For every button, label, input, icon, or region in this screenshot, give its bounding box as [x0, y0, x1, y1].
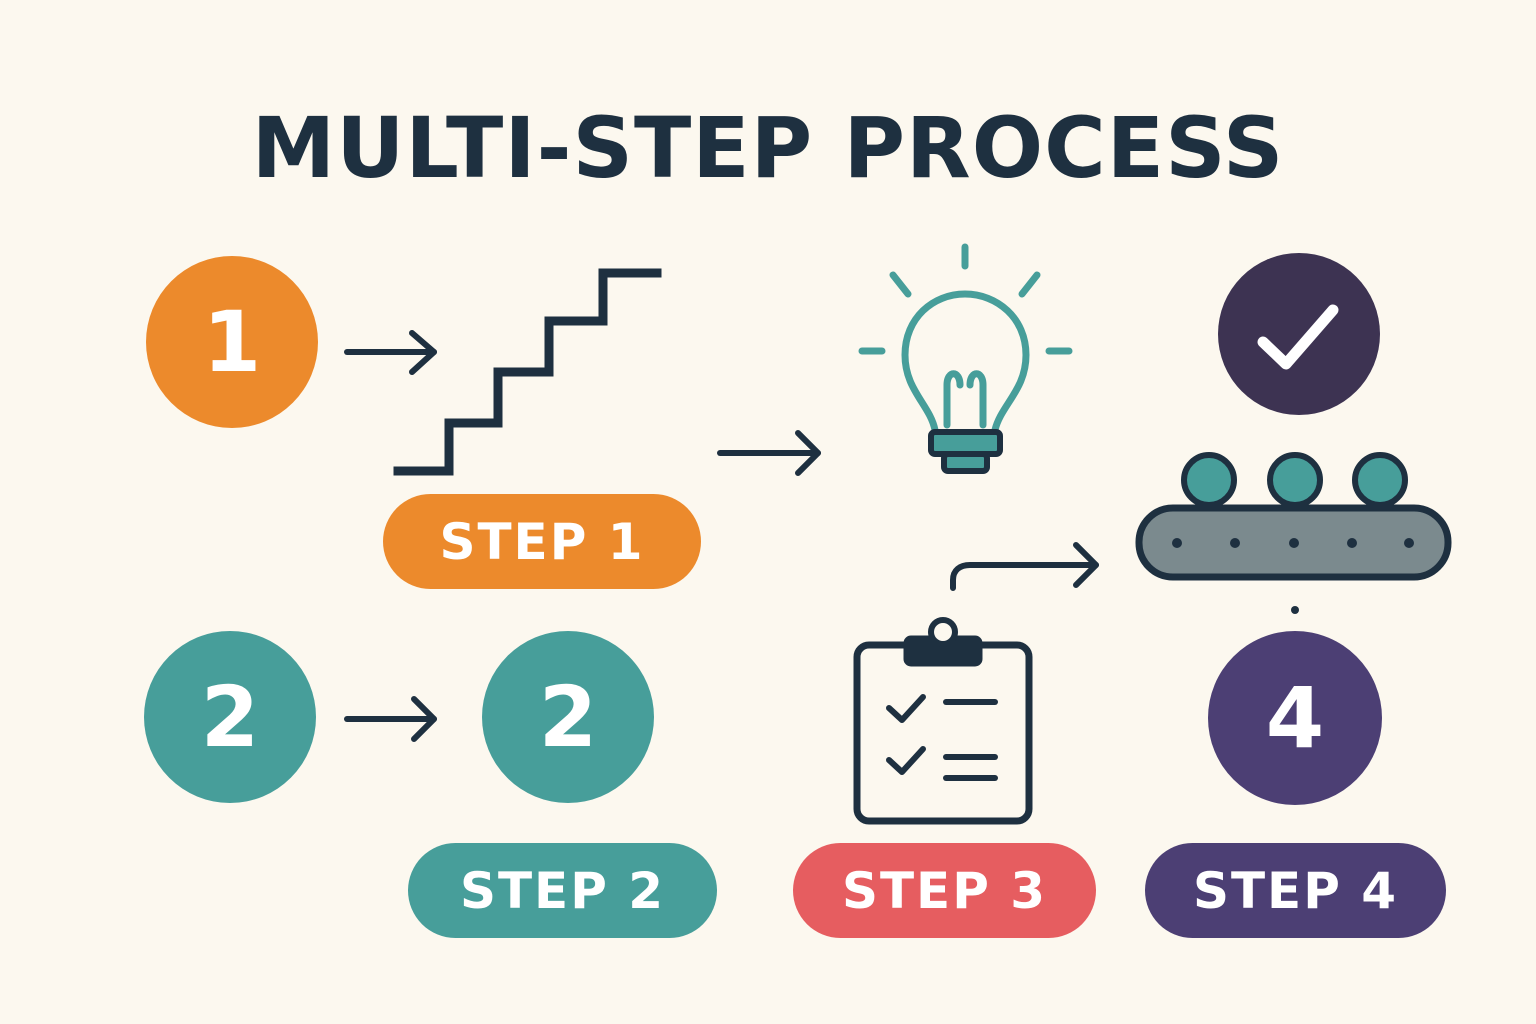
checkmark-icon: [1218, 253, 1380, 415]
step-2-badge-secondary: 2: [482, 631, 654, 803]
step-4-badge: 4: [1208, 631, 1382, 805]
arrow-right-icon: [344, 696, 437, 742]
arrow-right-icon: [344, 330, 437, 375]
arrow-right-icon: [717, 430, 821, 476]
stairs-icon: [393, 268, 662, 476]
clipboard-checklist-icon: [853, 617, 1033, 825]
step-2-badge: 2: [144, 631, 316, 803]
page-title: MULTI-STEP PROCESS: [251, 99, 1285, 197]
step-2-label: STEP 2: [408, 843, 717, 938]
step-4-label: STEP 4: [1145, 843, 1446, 938]
lightbulb-icon: [858, 243, 1073, 474]
step-3-label: STEP 3: [793, 843, 1096, 938]
arrow-right-icon: [950, 542, 1099, 591]
conveyor-belt-icon: [1135, 452, 1452, 614]
step-1-badge: 1: [146, 256, 318, 428]
step-1-label: STEP 1: [383, 494, 701, 589]
